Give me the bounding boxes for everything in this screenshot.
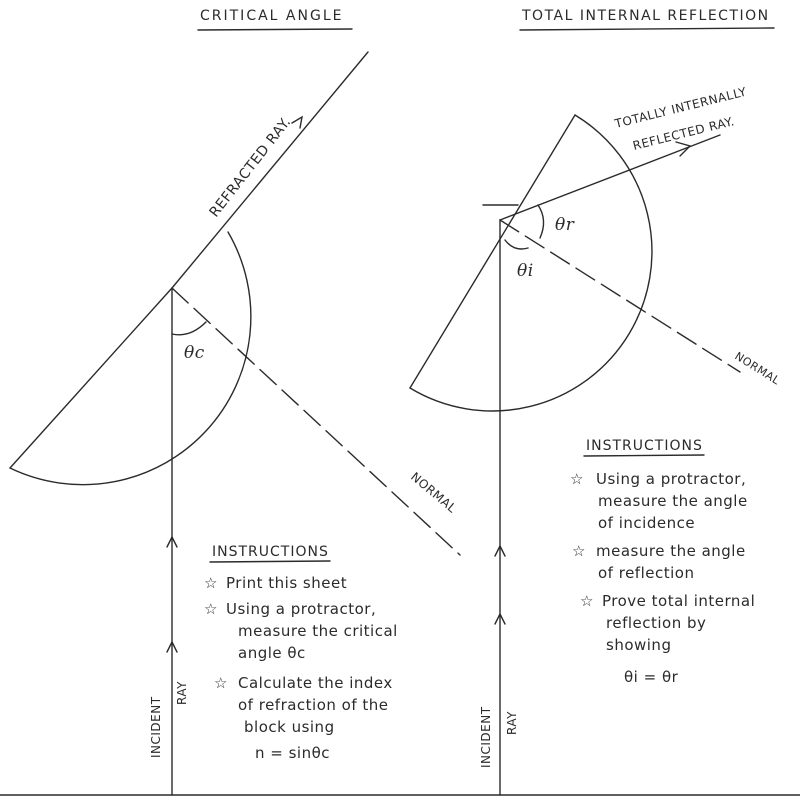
right-incident-arrow-2	[494, 612, 506, 625]
left-incident-label-1: INCIDENT	[149, 696, 163, 758]
left-instructions-underline	[209, 560, 331, 563]
left-instr-3-line-2: of refraction of the	[238, 696, 389, 714]
right-normal-line	[499, 219, 741, 373]
right-instr-1-line-2: measure the angle	[598, 492, 748, 510]
right-bullet-2: ☆	[572, 542, 586, 560]
left-instr-3-line-3: block using	[244, 718, 335, 736]
right-title-underline	[519, 27, 775, 31]
left-normal-label: NORMAL	[408, 470, 459, 516]
left-instr-2-line-1: Using a protractor,	[226, 600, 376, 618]
right-title: TOTAL INTERNAL REFLECTION	[521, 8, 770, 24]
right-instr-3-line-2: reflection by	[606, 614, 706, 632]
right-instr-3-line-4: θi = θr	[624, 668, 679, 686]
left-instr-2-line-3: angle θc	[238, 644, 306, 662]
left-title-underline	[197, 28, 353, 31]
left-refracted-label: REFRACTED RAY.	[207, 114, 295, 220]
right-diameter-line	[409, 114, 576, 389]
left-instructions-heading: INSTRUCTIONS	[212, 544, 329, 560]
right-bullet-1: ☆	[570, 470, 584, 488]
left-instr-2-line-2: measure the critical	[238, 622, 398, 640]
right-instr-3-line-3: showing	[606, 636, 671, 654]
left-refracted-ray-line	[9, 51, 369, 469]
right-reflected-ray	[499, 134, 721, 221]
right-incident-label-2: RAY	[505, 711, 519, 735]
right-bullet-3: ☆	[580, 592, 594, 610]
left-incident-label-2: RAY	[175, 681, 189, 705]
left-instr-3-line-4: n = sinθc	[255, 744, 330, 762]
left-incident-arrow-2	[166, 640, 178, 653]
right-theta-r-label: θr	[555, 215, 575, 235]
right-angle-arc-i	[504, 239, 529, 250]
right-instructions-heading: INSTRUCTIONS	[586, 438, 703, 454]
left-incident-arrow-1	[166, 535, 178, 548]
right-instr-2-line-1: measure the angle	[596, 542, 746, 560]
left-angle-arc	[171, 321, 207, 336]
left-instr-1-line-1: Print this sheet	[226, 574, 347, 592]
left-normal-line	[171, 287, 461, 556]
right-semicircle	[409, 114, 653, 412]
left-instr-3-line-1: Calculate the index	[238, 674, 393, 692]
left-theta-c-label: θc	[184, 343, 205, 363]
right-instr-1-line-3: of incidence	[598, 514, 695, 532]
left-bullet-1: ☆	[204, 574, 218, 592]
right-incident-label-1: INCIDENT	[479, 706, 493, 768]
right-theta-i-label: θi	[517, 261, 534, 281]
right-incident-arrow-1	[494, 544, 506, 557]
right-reflected-arrow	[675, 141, 692, 157]
right-instructions-underline	[583, 454, 705, 457]
left-semicircle	[9, 231, 252, 486]
right-normal-label: NORMAL	[732, 350, 782, 388]
right-instr-3-line-1: Prove total internal	[602, 592, 755, 610]
right-instr-1-line-1: Using a protractor,	[596, 470, 746, 488]
left-bullet-2: ☆	[204, 600, 218, 618]
left-bullet-3: ☆	[214, 674, 228, 692]
right-instr-2-line-2: of reflection	[598, 564, 694, 582]
left-title: CRITICAL ANGLE	[200, 8, 343, 24]
left-refracted-arrow	[291, 115, 303, 129]
right-angle-arc-r	[537, 204, 545, 239]
